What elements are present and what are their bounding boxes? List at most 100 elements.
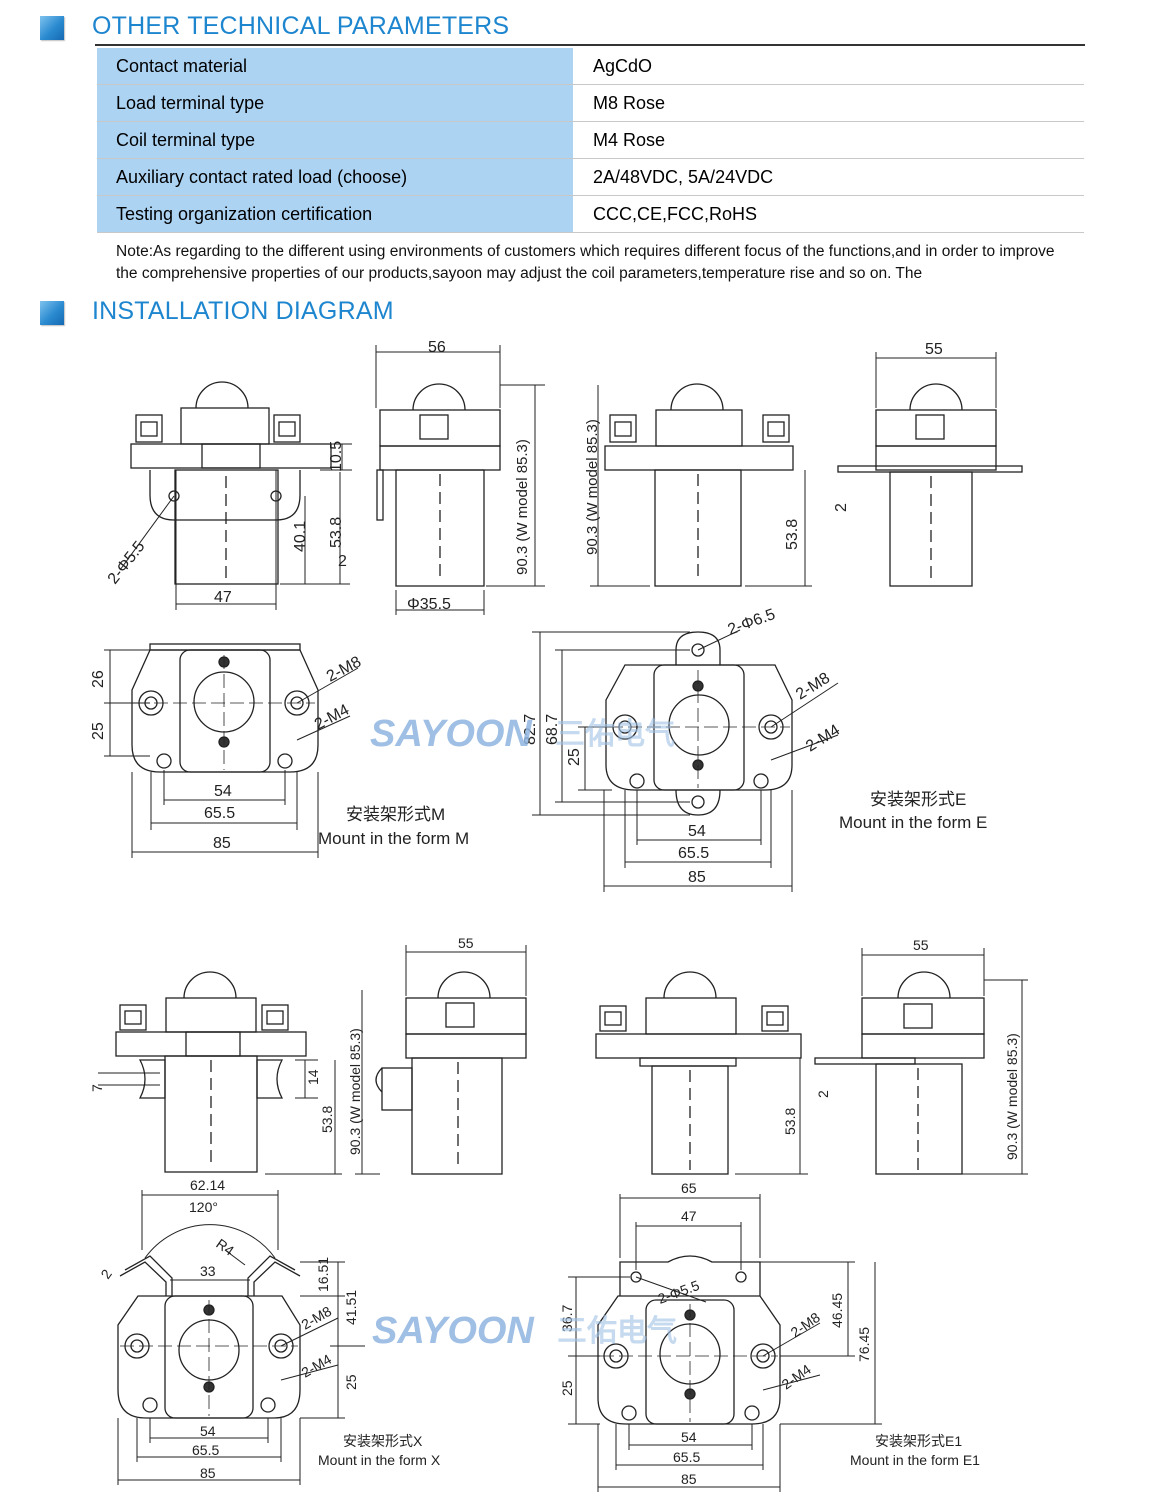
dim-label: 2-M8	[793, 670, 833, 704]
mount-caption-cn: 安装架形式E	[870, 790, 966, 809]
dim-label: 65.5	[204, 805, 235, 822]
dim-label: 85	[200, 1465, 216, 1481]
mount-caption-en: Mount in the form E	[839, 813, 987, 832]
dim-label: 10.5	[328, 441, 345, 472]
dim-label: 2-M8	[324, 653, 364, 685]
dim-label: 76.45	[856, 1327, 872, 1362]
mount-caption-en: Mount in the form X	[318, 1452, 441, 1468]
dim-label: 47	[681, 1208, 697, 1224]
dims-mount-x	[117, 1190, 365, 1485]
dim-label: 85	[688, 869, 706, 886]
dim-label: 2	[815, 1090, 831, 1098]
dims-drawing-4	[875, 352, 997, 408]
note-text: Note:As regarding to the different using…	[116, 243, 1055, 282]
watermark-cn: 三佑电气	[555, 718, 675, 751]
dim-labels-4: 55 2	[833, 341, 943, 512]
dim-label: 54	[214, 783, 232, 800]
watermark-cn: 三佑电气	[557, 1315, 677, 1348]
dim-label: 14	[305, 1069, 321, 1085]
dim-label: 2-M8	[788, 1309, 823, 1341]
dim-label: 46.45	[829, 1293, 845, 1328]
dim-label: 53.8	[782, 1108, 798, 1135]
dim-label: 33	[200, 1263, 216, 1279]
dim-label: 85	[213, 835, 231, 852]
dims-drawing-5b	[355, 990, 380, 1175]
param-value: CCC,CE,FCC,RoHS	[573, 195, 1084, 233]
front-view-drawing-3	[604, 383, 794, 587]
mount-caption-cn: 安装架形式M	[346, 805, 445, 824]
mount-caption-en: Mount in the form M	[318, 829, 469, 848]
side-view-drawing-8	[814, 971, 985, 1175]
dim-label: 90.3 (W model 85.3)	[514, 439, 531, 575]
side-view-drawing-4	[837, 383, 1023, 587]
dim-labels-6: 55	[458, 935, 474, 951]
dim-label: 47	[214, 589, 232, 606]
dims-mount-m	[104, 649, 359, 858]
mount-m-plan	[131, 643, 319, 773]
dim-label: 2-Φ5.5	[656, 1277, 702, 1307]
dim-labels-3: 90.3 (W model 85.3) 53.8	[584, 419, 801, 555]
watermark-brand: SAYOON	[370, 713, 533, 755]
dim-label: 55	[458, 935, 474, 951]
dims-drawing-8	[861, 948, 1028, 1175]
dim-label: 65.5	[192, 1442, 219, 1458]
dim-label: R4	[213, 1235, 237, 1258]
dims-drawing-2	[375, 345, 545, 615]
param-value: M4 Rose	[573, 121, 1084, 159]
dim-label: 36.7	[559, 1305, 575, 1332]
dim-label: 26	[90, 670, 107, 688]
side-view-drawing-6	[375, 971, 527, 1175]
dim-label: 54	[681, 1429, 697, 1445]
dim-label: 54	[688, 823, 706, 840]
param-label: Testing organization certification	[97, 195, 574, 233]
watermark-brand: SAYOON	[372, 1310, 535, 1352]
dim-label: 2-M4	[299, 1351, 335, 1381]
mount-x-plan	[117, 1255, 301, 1419]
parameters-table: Contact material AgCdO Load terminal typ…	[97, 48, 1084, 233]
section-square-icon	[40, 301, 64, 325]
table-row: Contact material AgCdO	[97, 48, 1084, 85]
param-label: Contact material	[97, 48, 574, 85]
param-value: 2A/48VDC, 5A/24VDC	[573, 158, 1084, 196]
dim-label: 25	[559, 1380, 575, 1396]
dim-labels-7: 53.8	[782, 1108, 798, 1135]
dim-label: 41.51	[343, 1290, 359, 1325]
dims-drawing-6	[405, 945, 527, 996]
dim-label: 56	[428, 339, 446, 356]
dim-label: 2-Φ5.5	[105, 538, 149, 587]
params-section-title: OTHER TECHNICAL PARAMETERS	[92, 12, 510, 40]
dim-label: 62.14	[190, 1177, 225, 1193]
table-row: Coil terminal type M4 Rose	[97, 121, 1084, 159]
dim-label: 65.5	[673, 1449, 700, 1465]
dims-mount-e1	[568, 1194, 882, 1492]
param-label: Load terminal type	[97, 84, 574, 122]
dim-label: 53.8	[328, 517, 345, 548]
dim-label: 55	[925, 341, 943, 358]
dim-label: 2-M4	[779, 1361, 814, 1393]
dim-label: 40.1	[292, 521, 309, 552]
dim-label: 2-M4	[803, 722, 843, 756]
dims-drawing-1	[119, 443, 352, 610]
front-view-drawing-1	[130, 381, 332, 585]
sayoon-watermark-1: SAYOON 三佑电气	[370, 713, 675, 755]
dim-label: 68.7	[544, 714, 561, 745]
dim-label: 90.3 (W model 85.3)	[1004, 1033, 1020, 1160]
header-rule	[95, 44, 1085, 46]
dim-label: 82.7	[522, 714, 539, 745]
install-section-title: INSTALLATION DIAGRAM	[92, 297, 394, 325]
mount-caption-cn: 安装架形式X	[343, 1433, 423, 1449]
dim-labels-5: 7 14 53.8 90.3 (W model 85.3)	[89, 1028, 363, 1155]
dim-label: 55	[913, 937, 929, 953]
dims-drawing-3	[590, 385, 812, 587]
dim-label: 85	[681, 1471, 697, 1487]
section-square-icon	[40, 16, 64, 40]
dim-label: 65.5	[678, 845, 709, 862]
sayoon-watermark-2: SAYOON 三佑电气	[372, 1310, 677, 1352]
params-section-header: OTHER TECHNICAL PARAMETERS	[40, 10, 1085, 46]
dim-label: 2	[97, 1266, 115, 1282]
mount-caption-cn: 安装架形式E1	[875, 1433, 962, 1449]
table-row: Testing organization certification CCC,C…	[97, 195, 1084, 233]
dim-label: 53.8	[784, 519, 801, 550]
dim-label: 2-Φ6.5	[726, 606, 778, 639]
dim-labels-2: 56 Φ35.5 90.3 (W model 85.3)	[407, 339, 531, 613]
